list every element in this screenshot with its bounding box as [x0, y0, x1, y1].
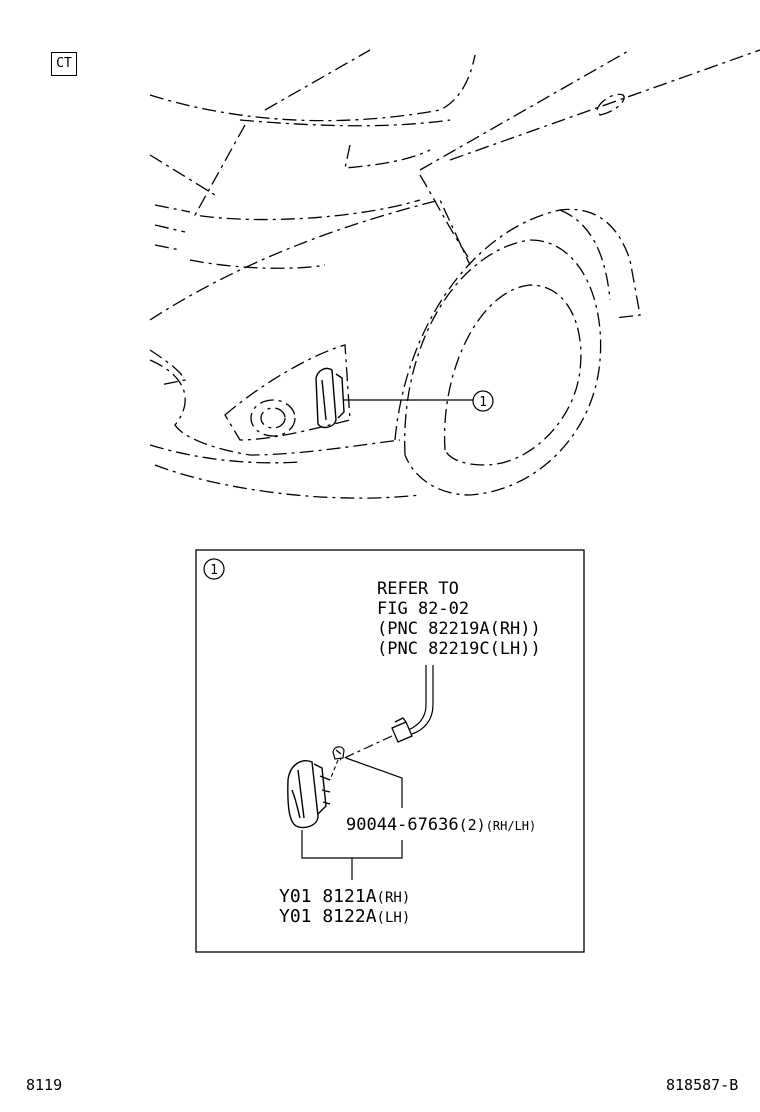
headlamp-lower [189, 259, 326, 269]
footer-left-code: 8119 [26, 1076, 63, 1094]
screw-dash-line [329, 759, 339, 781]
refer-line-1: REFER TO [377, 579, 459, 599]
bumper-bottom [154, 464, 421, 499]
ct-label: CT [51, 52, 77, 76]
hood-edge [149, 54, 476, 122]
wire-harness [407, 665, 434, 735]
lamp-part-lh-side: (LH) [377, 910, 411, 926]
connector-dash-line [339, 735, 393, 761]
tire-outer [404, 239, 602, 496]
car-front-illustration [149, 49, 760, 499]
upper-fender-line [419, 174, 471, 261]
headlamp-upper [193, 124, 421, 221]
lamp-part-rh-side: (RH) [377, 890, 411, 906]
detail-box [195, 549, 585, 953]
detail-callout-circle [203, 558, 225, 580]
lamp-part-rh-number: Y01 8121A [279, 886, 377, 907]
screw-part-qty: (2) [459, 816, 486, 834]
hood-crease [239, 119, 451, 127]
screw-part-side: (RH/LH) [486, 819, 537, 833]
wheel-arch [394, 208, 641, 441]
refer-line-4: (PNC 82219C(LH)) [377, 639, 541, 659]
hood-rear-line [264, 49, 371, 111]
footer-right-code: 818587-B [666, 1076, 739, 1094]
side-turn-lamp-detail [287, 760, 331, 829]
screw-part-number: 90044-67636(2)(RH/LH) [346, 815, 536, 835]
lower-vent [149, 349, 186, 386]
lamp-part-lh-number: Y01 8122A [279, 906, 377, 927]
bumper-upper [149, 359, 401, 456]
screw [332, 746, 345, 760]
a-pillar [419, 49, 631, 171]
grille-line-4 [154, 244, 181, 251]
overview-callout-number: 1 [479, 395, 487, 410]
side-turn-lamp-overview [315, 367, 345, 429]
roof-line [449, 49, 760, 161]
lamp-part-lh: Y01 8122A(LH) [279, 906, 410, 927]
refer-line-2: FIG 82-02 [377, 599, 469, 619]
wheel-arch-inner [559, 209, 611, 301]
tire-inner [443, 284, 582, 466]
grille-line-2 [154, 204, 191, 213]
grille-line-1 [149, 154, 216, 196]
fog-recess [224, 344, 351, 441]
connector [391, 717, 413, 743]
grille-line-3 [154, 224, 186, 233]
mirror-outline [596, 93, 625, 116]
detail-callout-number: 1 [210, 563, 218, 578]
lamp-leader-bracket [301, 830, 403, 880]
headlamp-inner [344, 144, 431, 169]
lamp-part-rh: Y01 8121A(RH) [279, 886, 410, 907]
screw-leader-line [345, 757, 403, 808]
fog-lamp-inner [260, 407, 286, 429]
fog-lamp-outer [250, 399, 296, 437]
screw-part-number-main: 90044-67636 [346, 815, 459, 835]
overview-callout-circle [472, 390, 494, 412]
refer-line-3: (PNC 82219A(RH)) [377, 619, 541, 639]
